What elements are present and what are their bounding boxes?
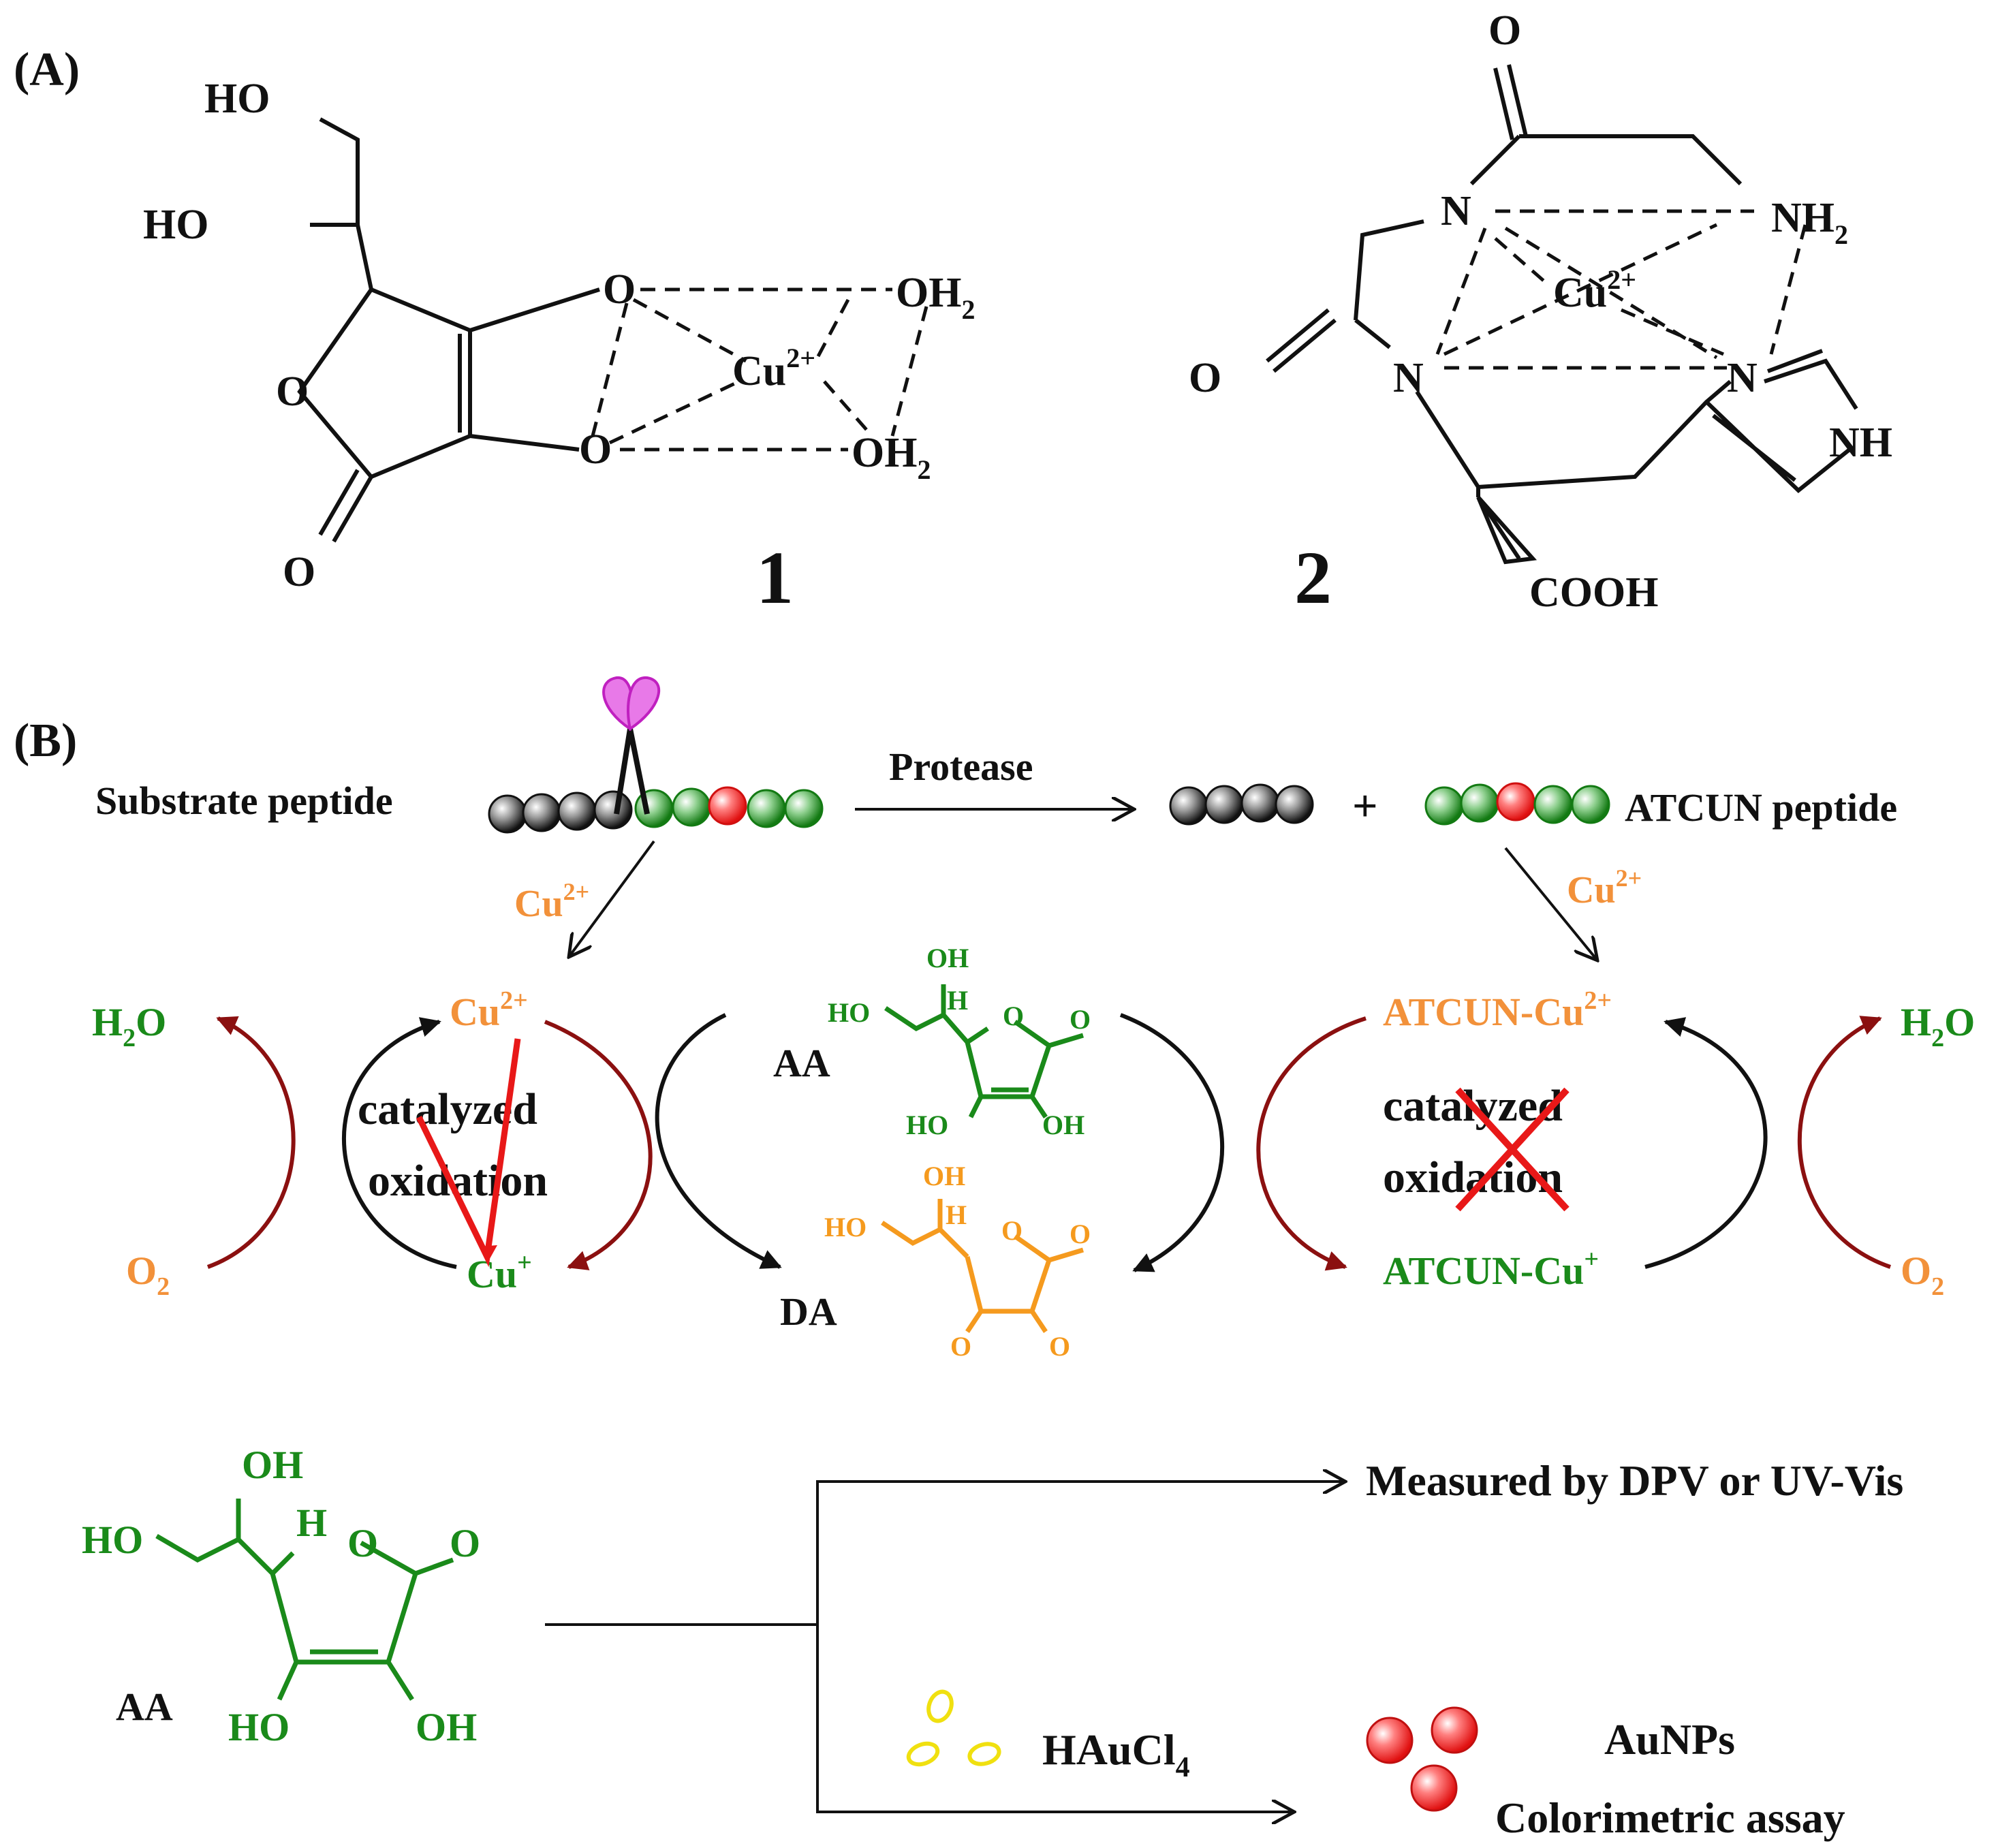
checkmark-icon [416,1038,521,1268]
mol1-oh2-b: OH2 [852,430,931,485]
molecule-1-ascorbate-cu-complex: HO HO O O O O Cu2+ OH2 OH2 1 [143,76,975,619]
panel-b-label: (B) [14,715,77,767]
svg-text:HO: HO [828,997,870,1028]
left-catalytic-cycle: H2O O2 Cu2+ Cu+ catalyzed oxidation [92,986,653,1301]
mol2-n3: N [1727,355,1758,401]
left-h2o: H2O [92,1000,166,1052]
center-aa-label: AA [773,1041,830,1085]
molecule-number-2: 2 [1294,536,1332,619]
mol2-o-top: O [1488,7,1521,54]
haucl4-label: HAuCl4 [1042,1725,1190,1783]
svg-text:OH: OH [416,1705,477,1749]
right-o2: O2 [1901,1249,1944,1301]
svg-text:H: H [296,1501,327,1545]
plus-sign: + [1352,781,1378,831]
atcun-peptide-beads [1424,782,1610,826]
mol2-nh2: NH2 [1771,195,1848,250]
svg-text:HO: HO [228,1705,290,1749]
svg-text:O: O [950,1331,971,1362]
aa-to-da-center: AA DA OH H HO O O HO OH OH H HO O O O O [655,943,1225,1362]
svg-text:HO: HO [824,1212,867,1242]
colorimetric-label: Colorimetric assay [1495,1794,1845,1842]
branch-arrow-aunps [816,1625,1294,1812]
mol1-ho-top: HO [204,76,270,122]
mol2-o-left: O [1189,355,1221,401]
svg-text:OH: OH [242,1443,303,1487]
svg-text:H: H [947,985,968,1016]
right-atcun-cu2: ATCUN-Cu2+ [1383,986,1612,1034]
mol1-cu: Cu2+ [732,343,815,394]
left-o2: O2 [126,1249,170,1301]
detection-aa-label: AA [116,1685,173,1729]
mol1-oh2-a: OH2 [896,270,975,325]
svg-text:HO: HO [906,1110,948,1140]
center-da-label: DA [780,1289,837,1334]
aunps-red-spheres [1366,1706,1478,1812]
mol2-nh: NH [1829,420,1892,466]
mol1-carbonyl-o: O [283,549,315,595]
svg-text:O: O [1070,1219,1091,1249]
svg-text:OH: OH [1042,1110,1084,1140]
haucl4-yellow-particles [906,1689,1001,1767]
svg-text:HO: HO [82,1518,143,1562]
scissors-icon [602,676,661,815]
left-cu1: Cu+ [467,1249,532,1296]
cu-addition-arrow-right [1504,847,1597,960]
mol1-o-lower: O [579,426,612,473]
cu-left-label: Cu2+ [514,878,589,925]
svg-text:O: O [1049,1331,1070,1362]
mol1-o-upper: O [603,266,636,313]
panel-a-label: (A) [14,44,80,96]
svg-text:O: O [1003,1001,1024,1031]
protease-label: Protease [889,745,1033,789]
mol1-ho-mid: HO [143,202,208,248]
mol2-cu: Cu2+ [1553,264,1636,316]
mol2-n1: N [1441,188,1471,234]
svg-text:O: O [450,1521,480,1565]
mol1-ring-o: O [276,369,309,415]
right-atcun-cu1: ATCUN-Cu+ [1383,1245,1599,1293]
mol2-n2: N [1393,355,1424,401]
substrate-peptide-beads [488,786,824,834]
svg-text:O: O [1070,1004,1091,1035]
mol2-cooh: COOH [1529,569,1658,616]
branch-arrow-measure [545,1482,1345,1626]
molecule-number-1: 1 [756,536,794,619]
right-catalytic-cycle: ATCUN-Cu2+ ATCUN-Cu+ catalyzed oxidation… [1256,986,1975,1301]
substrate-peptide-label: Substrate peptide [95,779,393,823]
svg-text:H: H [946,1200,967,1230]
detection-aa-structure: OH H HO O O HO OH AA [82,1443,480,1749]
molecule-2-atcun-cu-complex: O N NH2 Cu2+ O N N NH COOH 2 [1189,7,1892,619]
svg-text:O: O [347,1521,378,1565]
svg-text:O: O [1001,1215,1023,1246]
cross-icon [1455,1087,1570,1212]
atcun-peptide-label: ATCUN peptide [1625,785,1897,830]
svg-text:OH: OH [923,1161,965,1191]
left-cu2: Cu2+ [450,986,528,1034]
cu-addition-arrow-left [569,840,655,957]
svg-text:OH: OH [926,943,969,973]
cleaved-fragment-beads [1169,783,1314,826]
right-h2o: H2O [1901,1000,1975,1052]
cu-right-label: Cu2+ [1567,864,1642,911]
measured-label: Measured by DPV or UV-Vis [1366,1456,1903,1505]
aunps-label: AuNPs [1604,1715,1735,1764]
